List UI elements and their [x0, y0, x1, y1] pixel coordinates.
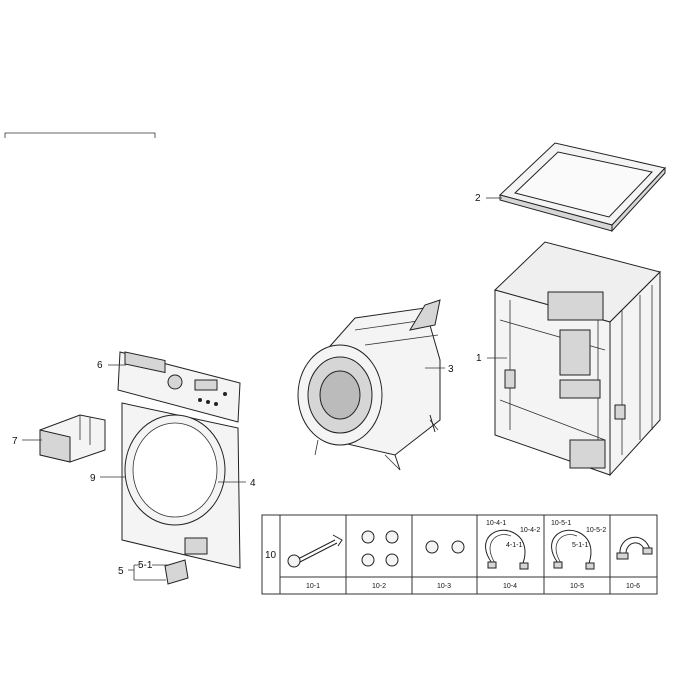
table-col-10-6: 10-6 [626, 583, 640, 590]
callout-6: 6 [97, 360, 103, 371]
callout-4: 4 [250, 478, 256, 489]
callout-1: 1 [476, 353, 482, 364]
accessory-table [261, 514, 658, 595]
callout-5: 5 [118, 566, 124, 577]
caps-two-icon [425, 540, 465, 554]
table-col-10-1: 10-1 [306, 583, 320, 590]
callout-9: 9 [90, 473, 96, 484]
hose-b-icon [551, 529, 595, 570]
hose-a-icon [485, 529, 529, 570]
tub-assembly [297, 299, 441, 471]
cabinet [494, 241, 661, 477]
callout-2: 2 [475, 193, 481, 204]
detergent-drawer [39, 414, 106, 463]
hose-a-label-inner: 4-1-1 [506, 542, 522, 549]
hose-b-label-main: 10-5-1 [551, 520, 571, 527]
caps-four-icon [361, 530, 399, 567]
callout-7: 7 [12, 436, 18, 447]
hose-a-label-right: 10-4-2 [520, 527, 540, 534]
control-panel [117, 351, 241, 423]
top-cover [499, 142, 666, 233]
table-col-10-5: 10-5 [570, 583, 584, 590]
callout-3: 3 [448, 364, 454, 375]
table-col-10-2: 10-2 [372, 583, 386, 590]
front-panel [121, 402, 241, 569]
hose-a-label-main: 10-4-1 [486, 520, 506, 527]
table-col-10-3: 10-3 [437, 583, 451, 590]
frame-corner [4, 132, 156, 138]
table-col-10-4: 10-4 [503, 583, 517, 590]
callout-5-1: 5-1 [138, 560, 153, 571]
filter-cap [164, 559, 189, 585]
spanner-icon [287, 534, 343, 568]
table-group-label: 10 [265, 550, 277, 561]
hose-guide-icon [616, 536, 653, 560]
hose-b-label-inner: 5-1-1 [572, 542, 588, 549]
hose-b-label-right: 10-5-2 [586, 527, 606, 534]
